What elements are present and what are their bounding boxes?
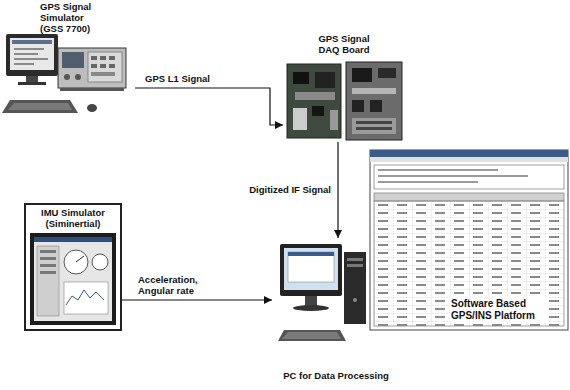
simulator-illustration-part xyxy=(6,34,58,76)
node-label: PC for Data Processing xyxy=(283,371,389,382)
daq-board-illustration-part xyxy=(352,100,364,112)
simulator-illustration-part xyxy=(18,82,46,85)
daq-board-illustration-part xyxy=(370,100,382,112)
imu-simulator-illustration-part xyxy=(92,254,108,270)
daq-board-illustration-part xyxy=(356,127,392,130)
imu-simulator-illustration-part xyxy=(64,282,108,314)
simulator-illustration-part xyxy=(109,56,115,60)
simulator-illustration-part xyxy=(26,76,38,82)
daq-board-illustration-part xyxy=(356,121,392,124)
simulator-illustration-part xyxy=(14,48,44,50)
simulator-illustration-part xyxy=(91,56,97,60)
simulator-illustration-part xyxy=(10,38,54,70)
imu-simulator-illustration-part xyxy=(30,233,116,325)
imu-simulator-illustration-part xyxy=(40,257,56,260)
simulator-illustration-part xyxy=(62,52,84,68)
node-label: GPS Signal Simulator (GSS 7700) xyxy=(40,2,102,35)
pc-illustration-part xyxy=(347,264,363,267)
software-screenshot-part xyxy=(370,157,568,162)
simulator-illustration-part xyxy=(2,100,78,113)
simulator-illustration-part xyxy=(87,104,97,112)
pc-illustration-part xyxy=(282,332,341,339)
node-label: GPS Signal DAQ Board xyxy=(311,34,377,56)
simulator-illustration-part xyxy=(14,53,38,55)
simulator-illustration-part xyxy=(12,40,52,44)
daq-board-illustration-part xyxy=(352,68,372,82)
imu-simulator-illustration-part xyxy=(34,237,112,321)
pc-illustration-part xyxy=(288,252,334,282)
software-screenshot xyxy=(370,150,568,330)
pc-illustration xyxy=(278,244,366,341)
imu-simulator-illustration-part xyxy=(40,271,56,274)
pc-illustration-part xyxy=(305,296,317,306)
software-screenshot-part xyxy=(370,150,568,157)
imu-simulator-illustration-part xyxy=(34,237,112,242)
simulator-illustration-part xyxy=(60,88,124,91)
daq-board-illustration-part xyxy=(295,92,335,100)
pc-illustration-part xyxy=(344,252,366,324)
pc-illustration-part xyxy=(288,252,334,256)
daq-board-illustration-part xyxy=(352,88,396,94)
signal-label: Digitized IF Signal xyxy=(247,185,333,196)
daq-board-illustration xyxy=(287,62,402,140)
imu-simulator-illustration-part xyxy=(40,264,56,267)
simulator-illustration-part xyxy=(100,64,106,68)
daq-board-illustration-part xyxy=(315,72,335,88)
simulator-illustration-part xyxy=(14,58,48,60)
software-screenshot-part xyxy=(370,150,568,330)
simulator-illustration-part xyxy=(14,63,34,65)
software-screenshot-part xyxy=(378,181,478,183)
signal-arrow xyxy=(337,142,338,238)
pc-illustration-part xyxy=(353,298,357,302)
imu-simulator-illustration-part xyxy=(40,250,56,253)
daq-board-illustration-part xyxy=(330,110,338,130)
daq-board-illustration-part xyxy=(378,68,396,78)
daq-board-illustration-part xyxy=(352,118,396,134)
pc-illustration-part xyxy=(293,305,329,311)
imu-simulator-illustration-part xyxy=(76,256,84,262)
daq-board-illustration-part xyxy=(346,62,402,140)
simulator-illustration-part xyxy=(64,74,70,80)
daq-board-illustration-part xyxy=(293,72,309,84)
software-screenshot-part xyxy=(378,169,498,171)
imu-simulator-illustration-part xyxy=(37,246,59,316)
pc-illustration-part xyxy=(284,248,338,290)
imu-simulator-node: IMU Simulator (Siminertial) xyxy=(24,203,122,331)
imu-simulator-illustration-part xyxy=(64,250,88,274)
signal-label: GPS L1 Signal xyxy=(143,74,212,85)
imu-simulator-illustration xyxy=(30,233,116,325)
pc-illustration-part xyxy=(280,244,342,296)
software-screenshot-part xyxy=(374,193,564,201)
signal-arrow xyxy=(122,299,272,300)
signal-label: Acceleration, Angular rate xyxy=(136,275,212,297)
simulator-illustration xyxy=(2,34,126,113)
pc-illustration-part xyxy=(347,258,363,261)
pc-node: PC for Data Processing xyxy=(272,238,400,386)
daq-board-node: GPS Signal DAQ Board xyxy=(283,30,405,142)
daq-board-illustration-part xyxy=(293,108,307,130)
simulator-illustration-part xyxy=(75,74,81,80)
software-window-node: Software Based GPS/INS Platform xyxy=(370,150,568,330)
simulator-illustration-part xyxy=(88,52,122,82)
node-label: Software Based GPS/INS Platform xyxy=(448,297,549,322)
simulator-node: GPS Signal Simulator (GSS 7700) xyxy=(0,0,135,125)
pc-illustration-part xyxy=(278,330,346,341)
simulator-illustration-part xyxy=(58,48,126,88)
software-screenshot-part xyxy=(374,201,564,326)
daq-board-illustration-part xyxy=(312,106,324,116)
software-screenshot-part xyxy=(374,165,564,189)
simulator-illustration-part xyxy=(8,103,72,110)
daq-board-illustration-part xyxy=(287,64,341,138)
imu-simulator-illustration-part xyxy=(66,290,104,305)
node-label: IMU Simulator (Siminertial) xyxy=(29,208,117,230)
software-screenshot-part xyxy=(378,175,528,177)
signal-arrow xyxy=(135,88,283,125)
simulator-illustration-part xyxy=(91,64,97,68)
simulator-illustration-part xyxy=(91,72,115,76)
simulator-illustration-part xyxy=(100,56,106,60)
simulator-illustration-part xyxy=(109,64,115,68)
